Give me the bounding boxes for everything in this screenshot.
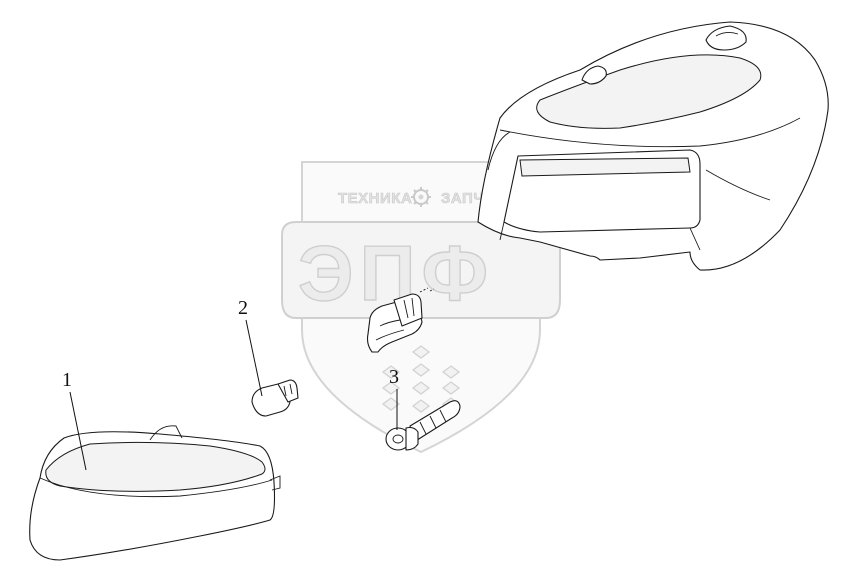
svg-text:2: 2 [238, 297, 248, 319]
bulb [251, 379, 299, 417]
callout-3: 3 [389, 366, 399, 430]
watermark-banner [281, 221, 561, 319]
callout-2: 2 [238, 297, 263, 397]
svg-text:3: 3 [389, 366, 399, 388]
svg-text:1: 1 [62, 369, 72, 391]
watermark-text-left: ТЕХНИКА [338, 190, 412, 207]
gear-icon [411, 187, 431, 207]
callout-1: 1 [62, 369, 87, 471]
lens-cover [29, 425, 281, 561]
watermark-main-text: ЭПФ [298, 229, 494, 317]
screw [385, 400, 461, 451]
bulb-socket [366, 287, 435, 353]
watermark-wheat [381, 345, 461, 413]
lamp-housing [477, 21, 829, 271]
watermark: ТЕХНИКА ЗАПЧАСТИ ЭПФ [281, 161, 561, 454]
